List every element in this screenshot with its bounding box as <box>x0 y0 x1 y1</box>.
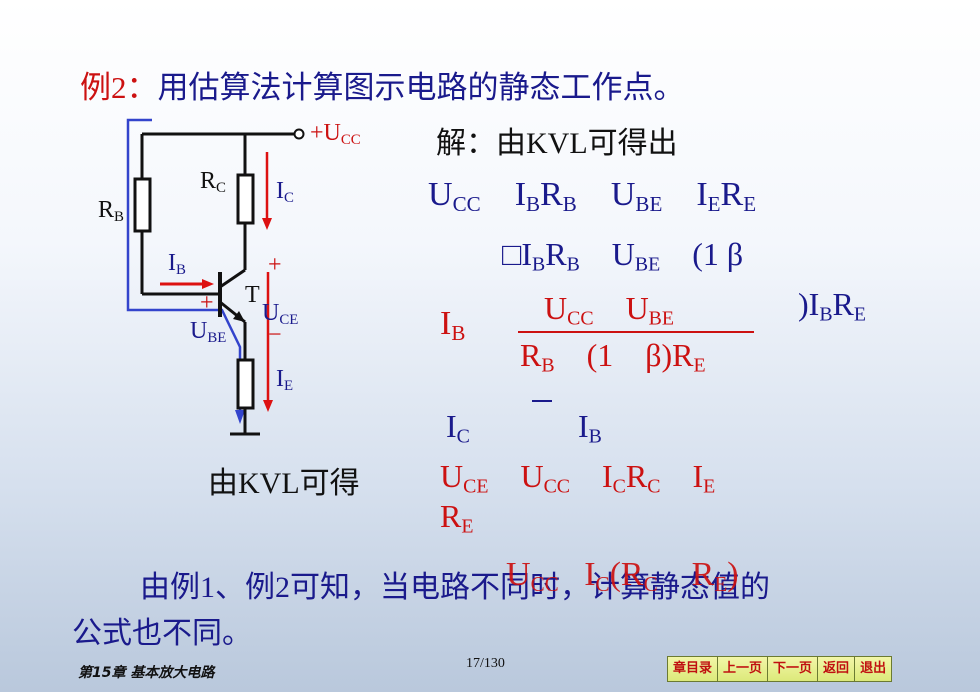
rc-label: RC <box>200 168 226 197</box>
re-resistor <box>236 358 255 410</box>
uce-minus-sign: − <box>268 322 282 348</box>
uce-equation-wrap: RE <box>440 498 474 538</box>
ucc-label: +UCC <box>310 120 361 149</box>
ib-arrow-head <box>202 279 214 289</box>
uce-plus-sign: + <box>268 252 282 278</box>
transistor-label: T <box>245 282 260 308</box>
ic-equation-ib: IB <box>578 408 602 448</box>
ib-label: IB <box>168 250 186 279</box>
transistor-collector <box>219 268 246 289</box>
ib-formula-numerator: UCC UBE <box>544 290 675 330</box>
equation-2: □IBRB UBE (1 β <box>502 236 744 276</box>
next-page-button[interactable]: 下一页 <box>767 656 819 682</box>
ic-arrow-head <box>262 218 272 230</box>
conclusion-line-2: 公式也不同。 <box>72 617 252 650</box>
ie-arrow-head <box>235 410 245 424</box>
exit-button[interactable]: 退出 <box>854 656 893 682</box>
kvl-label: 由KVL可得 <box>208 467 360 500</box>
ube-plus-sign: + <box>200 290 214 316</box>
conclusion-line-1: 由例1、例2可知，当电路不同时，计算静态值的 <box>140 571 770 604</box>
example-number: 例2： <box>80 70 158 105</box>
uce-label: UCE <box>262 300 299 329</box>
ic-label: IC <box>276 178 294 207</box>
rb-label: RB <box>98 197 124 226</box>
chapter-label: 第15章 基本放大电路 <box>78 665 215 681</box>
chapter-index-button[interactable]: 章目录 <box>667 656 719 682</box>
ie-label: IE <box>276 366 294 395</box>
ib-loop-wire <box>126 118 242 412</box>
prev-page-button[interactable]: 上一页 <box>717 656 769 682</box>
uce-approx-overlay: UCC IC(RC RE) <box>506 556 739 596</box>
nav-bar: 章目录 上一页 下一页 返回 退出 <box>667 656 893 682</box>
page-number: 17/130 <box>466 656 505 671</box>
slide-title: 例2：用估算法计算图示电路的静态工作点。 <box>80 62 685 107</box>
ib-formula-denominator: RB (1 β)RE <box>520 337 706 377</box>
ube-label: UBE <box>190 318 227 347</box>
ucc-terminal <box>293 128 305 140</box>
circuit-diagram <box>126 118 305 436</box>
denominator-dash <box>532 400 552 402</box>
emitter-arrow <box>233 311 245 322</box>
ib-formula-lhs: IB <box>440 305 466 345</box>
equation-1: UCC IBRB UBE IERE <box>428 176 757 216</box>
ic-equation: IC <box>446 408 470 448</box>
uce-equation: UCE UCC ICRC IE <box>440 458 716 498</box>
title-text: 用估算法计算图示电路的静态工作点。 <box>157 70 685 105</box>
rb-resistor <box>133 177 152 233</box>
equation-2-tail: )IBRE <box>798 286 867 326</box>
fraction-bar <box>518 331 754 333</box>
rc-resistor <box>236 173 255 225</box>
solution-intro: 解：由KVL可得出 <box>436 127 678 160</box>
back-button[interactable]: 返回 <box>817 656 856 682</box>
uce-arrow-head <box>263 400 273 412</box>
